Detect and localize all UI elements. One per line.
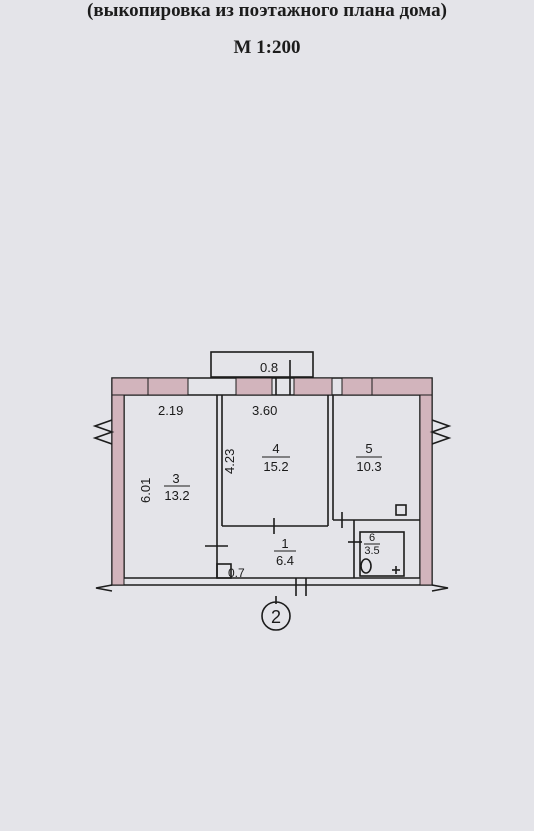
- corner-wall-fill-left: [111, 377, 149, 396]
- window-room3: [147, 377, 189, 396]
- room3-area: 13.2: [164, 488, 189, 503]
- window-room5: [341, 377, 373, 396]
- axis-circle: [261, 601, 291, 631]
- plan-scale: М 1:200: [233, 37, 301, 58]
- window-room4-left: [235, 377, 273, 396]
- toilet: [360, 558, 372, 574]
- bathtub: [359, 531, 405, 577]
- right-break-mark: [429, 419, 452, 445]
- corner-wall-fill: [371, 377, 433, 396]
- left-wall-fill: [111, 377, 125, 586]
- dim-room4-width: 3.60: [252, 403, 277, 418]
- dim-pantry: 0.7: [228, 566, 245, 580]
- plan-subtitle: (выкопировка из поэтажного плана дома): [87, 0, 447, 21]
- dim-room3-length: 6.01: [138, 478, 153, 503]
- dim-balcony: 0.8: [260, 360, 278, 375]
- room6-area: 3.5: [364, 545, 379, 557]
- balcony-outline: [210, 351, 314, 378]
- room4-number: 4: [272, 441, 279, 456]
- dim-room4-length: 4.23: [222, 449, 237, 474]
- room5-area: 10.3: [356, 459, 381, 474]
- dim-room3-width: 2.19: [158, 403, 183, 418]
- room4-area: 15.2: [263, 459, 288, 474]
- pantry: [216, 563, 232, 579]
- room6-number: 6: [369, 532, 375, 544]
- room3-number: 3: [172, 471, 179, 486]
- room1-area: 6.4: [276, 553, 294, 568]
- axis-label: 2: [271, 607, 281, 627]
- room5-number: 5: [365, 441, 372, 456]
- kitchen-stove: [395, 504, 407, 516]
- right-bottom-break: [431, 584, 449, 592]
- right-wall-fill: [419, 377, 433, 586]
- room1-number: 1: [281, 536, 288, 551]
- left-bottom-break: [95, 584, 113, 592]
- window-room4-right: [293, 377, 333, 396]
- left-break-mark: [92, 419, 115, 445]
